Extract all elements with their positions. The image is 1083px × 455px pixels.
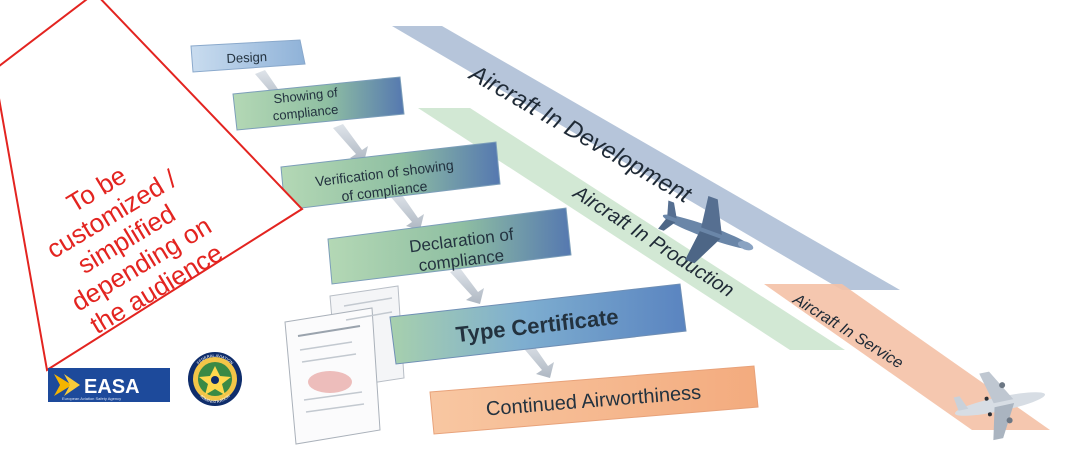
step-showing-label-line1: Showing of — [273, 85, 339, 107]
arrow-showing-to-verification — [333, 124, 368, 162]
lane-production — [418, 108, 845, 350]
step-verification-of-showing: Verification of showing of compliance — [280, 141, 501, 211]
step-showing-label-line2: compliance — [272, 102, 339, 124]
easa-logo-icon: EASA European Aviation Safety Agency — [48, 368, 170, 402]
step-continued-airworthiness: Continued Airworthiness — [429, 365, 759, 435]
step-design-label: Design — [226, 49, 267, 66]
step-declaration-of-compliance: Declaration of compliance — [327, 207, 572, 285]
aircraft-development-icon — [658, 195, 754, 264]
certificate-documents-icon — [284, 285, 405, 445]
arrow-tc-to-continued — [520, 340, 554, 378]
lane-development — [392, 26, 900, 290]
easa-logo-subtitle: European Aviation Safety Agency — [62, 396, 121, 401]
lane-service — [764, 284, 1050, 430]
customization-note: To be customized / simplified depending … — [0, 0, 304, 372]
easa-logo-name: EASA — [84, 376, 140, 398]
step-type-certificate: Type Certificate — [389, 283, 687, 365]
arrow-verification-to-declaration — [390, 192, 424, 230]
faa-seal-icon: FEDERAL AVIATION ADMINISTRATION — [188, 352, 242, 406]
aircraft-service-icon — [953, 371, 1046, 441]
arrow-declaration-to-tc — [450, 268, 484, 304]
step-design: Design — [190, 39, 306, 73]
step-showing-of-compliance: Showing of compliance — [232, 76, 405, 131]
